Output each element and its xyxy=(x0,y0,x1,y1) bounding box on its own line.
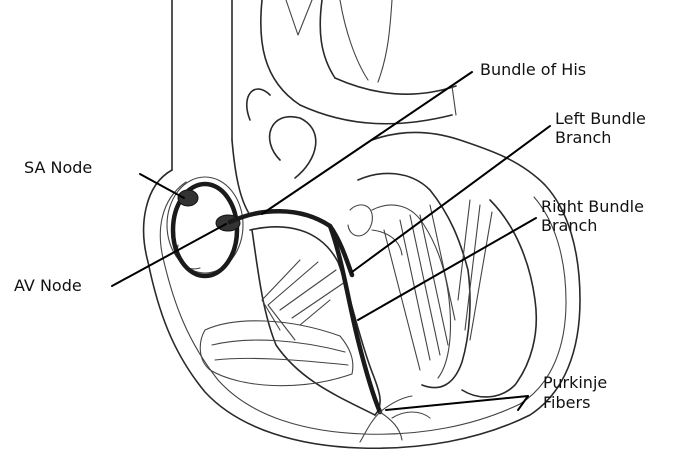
conduction-system xyxy=(173,184,430,442)
leader-purkinje-2 xyxy=(518,396,528,410)
leader-left-bundle xyxy=(352,126,550,272)
leader-purkinje-1 xyxy=(386,396,528,410)
label-av-node: AV Node xyxy=(14,276,82,295)
great-vessels xyxy=(172,0,456,178)
label-right-bundle-line2: Branch xyxy=(541,216,597,235)
purkinje-fibers xyxy=(360,396,430,442)
label-sa-node: SA Node xyxy=(24,158,92,177)
label-purkinje-line2: Fibers xyxy=(543,393,590,412)
label-right-bundle-line1: Right Bundle xyxy=(541,197,644,216)
leader-lines xyxy=(112,72,550,410)
leader-bundle-of-his xyxy=(262,72,472,214)
label-bundle-of-his: Bundle of His xyxy=(480,60,586,79)
labels: SA Node AV Node Bundle of His Left Bundl… xyxy=(14,60,646,412)
label-purkinje-line1: Purkinje xyxy=(543,373,607,392)
label-left-bundle-line2: Branch xyxy=(555,128,611,147)
right-bundle-path xyxy=(330,226,380,412)
bundle-of-his-path xyxy=(230,211,330,226)
heart-outline xyxy=(144,133,580,449)
label-left-bundle-line1: Left Bundle xyxy=(555,109,646,128)
sa-node-mark xyxy=(178,190,198,206)
